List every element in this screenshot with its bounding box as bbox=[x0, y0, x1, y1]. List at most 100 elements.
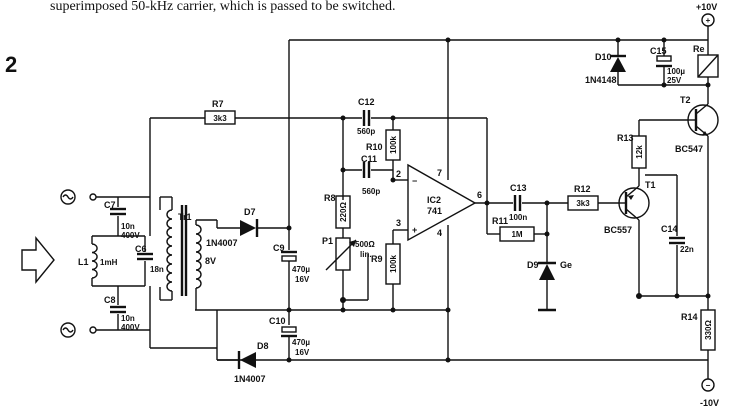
p1-value: 500Ω bbox=[355, 240, 375, 249]
r7-ref: R7 bbox=[212, 99, 224, 109]
p1-ref: P1 bbox=[322, 236, 333, 246]
negative-supply-label: -10V bbox=[700, 398, 719, 408]
c9-ref: C9 bbox=[273, 243, 285, 253]
wire-node bbox=[340, 307, 346, 313]
D10 bbox=[610, 57, 626, 72]
c15-value: 100µ bbox=[667, 67, 685, 76]
r9-value: 100k bbox=[389, 255, 398, 273]
c7-value: 10n bbox=[121, 222, 135, 231]
r13-ref: R13 bbox=[617, 133, 634, 143]
wire-node bbox=[445, 357, 451, 363]
wire-node bbox=[286, 225, 292, 231]
c13-value: 100n bbox=[509, 213, 527, 222]
ic2-plus: + bbox=[412, 225, 417, 235]
Tr1 bbox=[159, 196, 202, 310]
c8-value2: 400V bbox=[121, 323, 140, 332]
re-ref: Re bbox=[693, 44, 705, 54]
input-arrow-icon bbox=[21, 236, 55, 284]
t1-ref: T1 bbox=[645, 180, 656, 190]
d7-value: 1N4007 bbox=[206, 238, 238, 248]
P1 bbox=[335, 237, 351, 271]
r10-ref: R10 bbox=[366, 142, 383, 152]
c8-ref: C8 bbox=[104, 295, 116, 305]
t2-ref: T2 bbox=[680, 95, 691, 105]
d7-ref: D7 bbox=[244, 207, 256, 217]
r11-ref: R11 bbox=[492, 216, 508, 226]
r14-ref: R14 bbox=[681, 312, 698, 322]
ic2-pin7: 7 bbox=[437, 168, 442, 178]
r14-value: 330Ω bbox=[704, 320, 713, 340]
l1-ref: L1 bbox=[78, 257, 89, 267]
IC2 bbox=[407, 163, 477, 242]
c8-value: 10n bbox=[121, 314, 135, 323]
ic2-pin6: 6 bbox=[477, 190, 482, 200]
minus-symbol: − bbox=[706, 381, 711, 390]
R14 bbox=[700, 309, 716, 351]
wire bbox=[195, 224, 202, 289]
d9-ref: D9 bbox=[527, 260, 539, 270]
wire bbox=[166, 209, 173, 292]
c14-value: 22n bbox=[680, 245, 694, 254]
ic2-pin4: 4 bbox=[437, 228, 442, 238]
r11-value: 1M bbox=[511, 230, 522, 239]
t2-value: BC547 bbox=[675, 144, 703, 154]
r8-value: 220Ω bbox=[339, 202, 348, 222]
wire-node bbox=[445, 307, 451, 313]
c9-value: 470µ bbox=[292, 265, 310, 274]
d10-ref: D10 bbox=[595, 52, 612, 62]
ac-wave-icon bbox=[62, 194, 74, 200]
c6-ref: C6 bbox=[135, 244, 147, 254]
C10 bbox=[281, 326, 297, 333]
wire-node bbox=[390, 307, 396, 313]
ac-terminal-bottom bbox=[60, 322, 76, 338]
r13-value: 12k bbox=[635, 145, 644, 159]
wire-node bbox=[286, 357, 292, 363]
D7 bbox=[240, 220, 256, 236]
wire bbox=[702, 131, 708, 136]
T1 bbox=[618, 187, 650, 219]
r7-value: 3k3 bbox=[213, 114, 227, 123]
wire-node bbox=[661, 82, 667, 88]
wire bbox=[625, 208, 640, 221]
c14-ref: C14 bbox=[661, 224, 678, 234]
wire-node bbox=[445, 37, 451, 43]
c10-ref: C10 bbox=[269, 316, 286, 326]
wire-node bbox=[705, 82, 711, 88]
D9 bbox=[539, 264, 555, 280]
c15-ref: C15 bbox=[650, 46, 667, 56]
ic2-ref: IC2 bbox=[427, 195, 441, 205]
ic2-pin2: 2 bbox=[396, 169, 401, 179]
p1-value2: lin. bbox=[360, 250, 372, 259]
d9-value: Ge bbox=[560, 260, 572, 270]
r10-value: 100k bbox=[389, 136, 398, 154]
figure-number: 2 bbox=[5, 52, 17, 77]
t1-value: BC557 bbox=[604, 225, 632, 235]
C15 bbox=[656, 55, 672, 62]
L1 bbox=[91, 243, 98, 279]
c6-value: 18n bbox=[150, 265, 164, 274]
wire-node bbox=[340, 167, 346, 173]
ic2-value: 741 bbox=[427, 206, 442, 216]
caption-fragment: superimposed 50-kHz carrier, which is pa… bbox=[50, 0, 395, 14]
ac-terminal-top bbox=[60, 189, 76, 205]
wire-node bbox=[89, 326, 97, 334]
wire bbox=[325, 239, 357, 271]
wire bbox=[697, 54, 719, 78]
wire bbox=[628, 195, 634, 200]
c12-ref: C12 bbox=[358, 97, 375, 107]
ic2-pin3: 3 bbox=[396, 218, 401, 228]
tr1-ref: Tr1 bbox=[178, 212, 192, 222]
c9-value2: 16V bbox=[295, 275, 310, 284]
c13-ref: C13 bbox=[510, 183, 527, 193]
r12-ref: R12 bbox=[574, 184, 591, 194]
wire-node bbox=[636, 293, 642, 299]
wire bbox=[695, 103, 709, 115]
wire-node bbox=[544, 231, 550, 237]
c10-value2: 16V bbox=[295, 348, 310, 357]
wire bbox=[281, 255, 297, 262]
plus-symbol: + bbox=[706, 16, 711, 25]
D8 bbox=[240, 352, 256, 368]
d8-value: 1N4007 bbox=[234, 374, 266, 384]
c7-ref: C7 bbox=[104, 200, 116, 210]
r8-ref: R8 bbox=[324, 193, 336, 203]
